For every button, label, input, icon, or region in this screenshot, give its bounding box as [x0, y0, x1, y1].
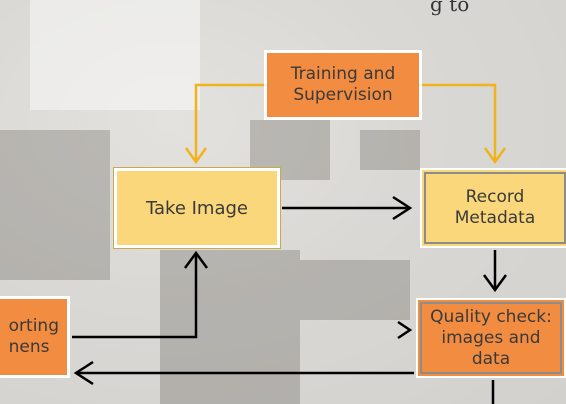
training-and-supervision-label: Training and Supervision [290, 64, 396, 105]
training-to-take-image-arrow [194, 83, 264, 160]
record-metadata-box: Record Metadata [420, 168, 566, 248]
small-arrowhead [397, 320, 413, 340]
sorting-to-take-image-arrow [72, 254, 198, 339]
black-arrows [72, 195, 508, 404]
partial-heading-text: g to [430, 0, 470, 16]
training-to-record-arrow [422, 83, 497, 160]
quality-to-sorting-arrowhead [73, 360, 94, 386]
take-image-label: Take Image [146, 197, 248, 219]
quality-check-box: Quality check: images and data [416, 298, 566, 378]
take-image-box: Take Image [113, 167, 281, 249]
sorting-specimens-box: orting nens [0, 296, 70, 378]
gold-arrows [184, 83, 507, 165]
training-to-record-arrowhead [483, 147, 507, 165]
sorting-to-take-image-arrowhead [183, 250, 209, 269]
training-and-supervision-box: Training and Supervision [264, 50, 422, 120]
record-to-quality-arrowhead [482, 274, 508, 293]
sorting-specimens-label: orting nens [8, 316, 59, 357]
training-to-take-image-arrowhead [184, 147, 208, 165]
quality-check-label: Quality check: images and data [430, 306, 552, 369]
record-metadata-label: Record Metadata [454, 187, 536, 228]
take-to-record-arrowhead [392, 195, 413, 221]
